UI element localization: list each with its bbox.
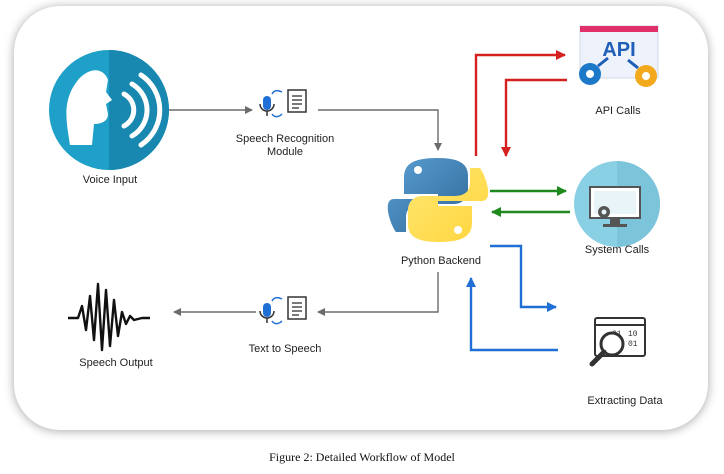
arrow-speech-recognition-to-python [318, 109, 442, 151]
voice-head-icon [49, 50, 169, 170]
voice-input-label: Voice Input [82, 174, 138, 186]
mic-document-icon [259, 89, 307, 118]
extracting-data-label: Extracting Data [587, 395, 663, 407]
text-to-speech-label: Text to Speech [248, 343, 322, 355]
mic-document-icon [259, 296, 307, 325]
arrow-api-to-python [501, 78, 567, 157]
python-backend-label: Python Backend [400, 255, 482, 267]
arrow-python-to-api [474, 50, 566, 156]
figure-caption: Figure 2: Detailed Workflow of Model [269, 450, 455, 464]
speech-recognition-label: Speech Recognition Module [235, 133, 335, 158]
system-calls-label: System Calls [584, 244, 650, 256]
api-badge-text: API [602, 39, 635, 61]
arrow-python-to-data [490, 244, 557, 312]
arrow-python-to-text-to-speech [317, 272, 439, 316]
api-calls-label: API Calls [595, 105, 641, 117]
svg-text:01: 01 [628, 340, 638, 349]
speech-output-label: Speech Output [79, 357, 153, 369]
magnifier-binary-icon: 01 10 01 [589, 317, 646, 367]
arrow-data-to-python [466, 277, 558, 352]
svg-text:10: 10 [628, 330, 638, 339]
api-gears-icon: API [579, 25, 659, 87]
python-logo-icon [387, 158, 489, 242]
arrows [158, 50, 570, 352]
sound-wave-icon [68, 282, 150, 352]
monitor-gear-icon [574, 161, 660, 247]
